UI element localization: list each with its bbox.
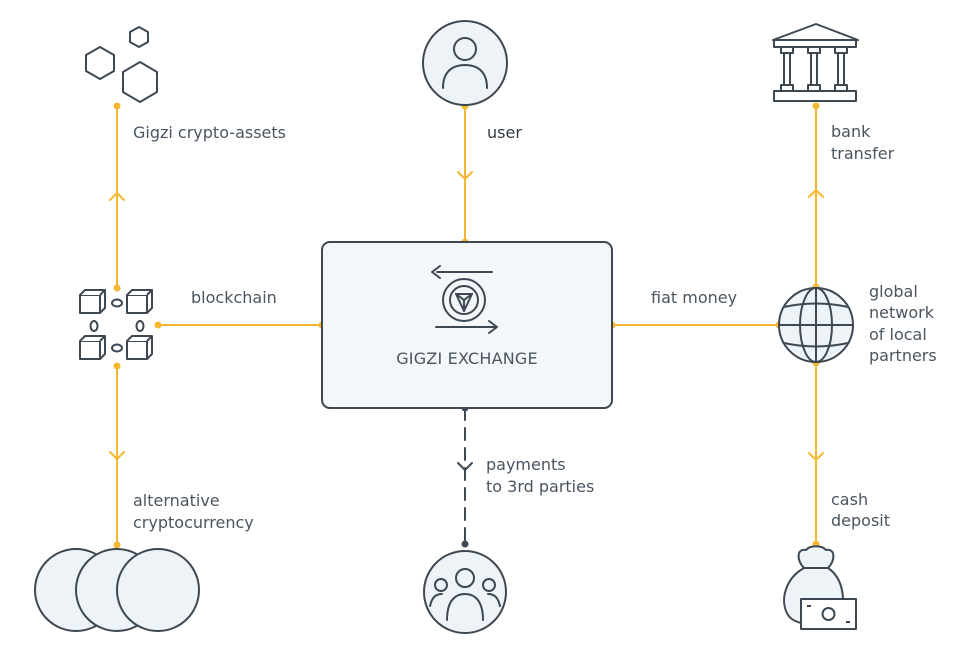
label-fiat-money: fiat money [651,288,738,307]
label-cash-line2: deposit [831,511,890,530]
label-payments-line1: payments [486,455,566,474]
label-bank-line1: bank [831,122,871,141]
blockchain-icon [79,289,153,360]
label-payments-line2: to 3rd parties [486,477,595,496]
label-blockchain: blockchain [191,288,277,307]
arrow-down-payments [457,462,473,471]
globe-icon [778,287,854,363]
label-alt-crypto-line2: cryptocurrency [133,513,254,532]
exchange-box [321,241,613,409]
group-icon [423,550,507,634]
bank-icon [772,23,859,102]
arrow-down-cash [808,452,824,461]
label-bank-line2: transfer [831,144,895,163]
money-bag-icon [783,545,857,630]
arrow-down-alt-crypto [109,451,125,460]
label-user: user [487,123,522,142]
label-global-line4: partners [869,346,937,365]
user-icon [422,20,508,106]
arrow-down-user [457,171,473,180]
label-global-line1: global [869,282,918,301]
label-crypto-assets: Gigzi crypto-assets [133,123,286,142]
label-cash-line1: cash [831,490,869,509]
arrow-up-bank [808,189,824,198]
label-global-line3: of local [869,325,927,344]
label-alt-crypto-line1: alternative [133,491,220,510]
exchange-title: GIGZI EXCHANGE [396,349,538,368]
coins-icon [34,548,200,632]
hexagons-icon [85,26,158,103]
arrow-up-crypto-assets [109,192,125,201]
exchange-arrows-icon [431,265,498,334]
label-global-line2: network [869,303,934,322]
